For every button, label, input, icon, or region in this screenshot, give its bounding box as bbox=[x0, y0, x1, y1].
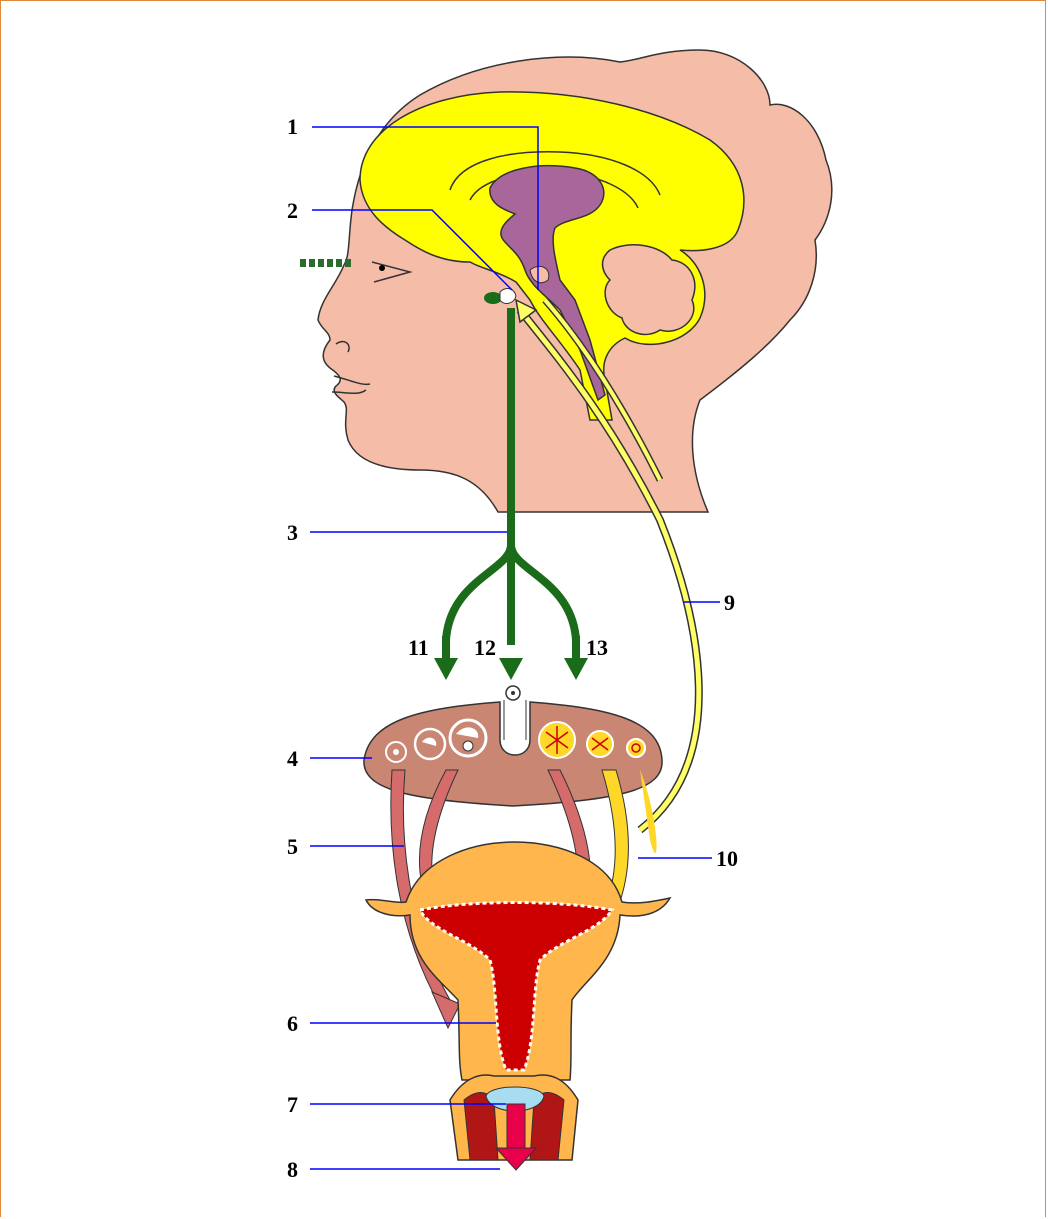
label-3: 3 bbox=[287, 520, 298, 545]
label-4: 4 bbox=[287, 746, 298, 771]
label-13: 13 bbox=[586, 635, 608, 660]
arrow-13-prolactin bbox=[564, 636, 588, 680]
label-9: 9 bbox=[724, 590, 735, 615]
label-11: 11 bbox=[408, 635, 429, 660]
label-2: 2 bbox=[287, 198, 298, 223]
label-5: 5 bbox=[287, 834, 298, 859]
label-8: 8 bbox=[287, 1157, 298, 1182]
label-12: 12 bbox=[474, 635, 496, 660]
label-1: 1 bbox=[287, 114, 298, 139]
label-7: 7 bbox=[287, 1092, 298, 1117]
arrow-11-fsh bbox=[434, 636, 458, 680]
label-10: 10 bbox=[716, 846, 738, 871]
arrow-12-lh bbox=[499, 658, 523, 680]
label-6: 6 bbox=[287, 1011, 298, 1036]
